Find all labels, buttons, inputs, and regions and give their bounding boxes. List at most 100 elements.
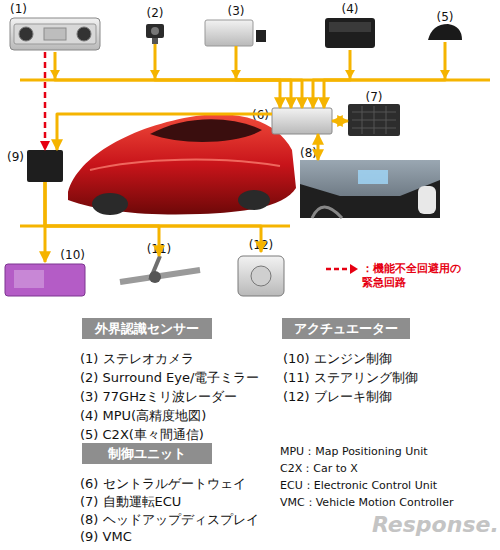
callout-number: (6)	[252, 108, 272, 122]
abbreviation-note: C2X：Car to X	[280, 461, 358, 476]
ecu-body	[348, 104, 400, 136]
mpu-body	[325, 18, 375, 48]
hud-view	[300, 160, 440, 218]
brake-body	[238, 256, 284, 296]
mpu-unit	[325, 18, 375, 48]
callout-number: (10)	[60, 248, 85, 262]
car-wheel	[92, 193, 128, 215]
steering-wheel	[312, 207, 342, 218]
steering-motor	[149, 271, 161, 283]
vmc-unit	[27, 150, 63, 182]
legend-arrow-head	[350, 264, 358, 274]
camera-panel	[14, 24, 96, 44]
camera-lens	[19, 27, 33, 41]
actuator-box: (10)	[5, 262, 85, 298]
callout-number: (2)	[142, 6, 168, 20]
camera-body	[10, 18, 100, 50]
car-wheel	[238, 190, 270, 210]
display-box: (8)	[300, 160, 440, 218]
legend-text: ：機能不全回避用の緊急回路	[362, 262, 466, 290]
list-item: (8) ヘッドアップディスプレイ	[80, 511, 259, 529]
engine-ecu-connector	[14, 270, 44, 288]
car-window	[150, 119, 262, 142]
camera-mount	[152, 38, 158, 44]
callout-number: (1)	[10, 2, 27, 16]
list-item: (3) 77GHzミリ波レーダー	[80, 388, 237, 406]
signal-arrow	[313, 50, 350, 108]
signal-arrow	[155, 44, 291, 108]
callout-number: (12)	[232, 238, 290, 252]
hud-display	[358, 170, 388, 184]
radar-connector	[256, 30, 266, 42]
callout-number: (11)	[118, 242, 200, 256]
engine-ecu	[5, 264, 85, 296]
camera-lens	[151, 27, 159, 35]
section-header: アクチュエーター	[282, 318, 410, 339]
callout-number: (4)	[325, 2, 375, 16]
arrow-head	[440, 70, 450, 79]
header-text: 外界認識センサー	[82, 318, 212, 339]
camera-board	[44, 28, 66, 40]
abbreviation-note: MPU：Map Positioning Unit	[280, 444, 428, 459]
list-item: (5) C2X(車々間通信)	[80, 426, 204, 444]
signal-bus	[20, 79, 490, 82]
c2x-antenna	[428, 24, 462, 40]
gateway-box: (6)	[272, 108, 332, 134]
signal-arrow	[45, 182, 159, 256]
list-item: (2) Surround Eye/電子ミラー	[80, 369, 259, 387]
header-text: 制御ユニット	[82, 443, 212, 464]
actuator-box: (12)	[232, 252, 290, 300]
list-item: (12) ブレーキ制御	[283, 388, 392, 406]
signal-arrow	[44, 182, 47, 262]
arrow-head	[231, 70, 241, 79]
watermark: Response.	[372, 512, 499, 537]
stereo-camera	[10, 18, 100, 50]
signal-arrow	[332, 120, 348, 123]
brake-unit	[238, 256, 284, 296]
emergency-circuit	[44, 52, 47, 150]
callout-number: (5)	[428, 10, 462, 24]
arrow-head	[150, 70, 160, 79]
ecu-board	[348, 104, 400, 136]
callout-number: (9)	[7, 150, 27, 164]
list-item: (1) ステレオカメラ	[80, 350, 194, 368]
mpu-face	[329, 22, 371, 32]
signal-arrow	[236, 46, 302, 108]
header-text: アクチュエーター	[282, 318, 410, 339]
signal-arrow	[45, 182, 261, 252]
section-header: 制御ユニット	[82, 443, 212, 464]
radar-unit	[205, 20, 266, 46]
hud-dashboard	[300, 180, 440, 218]
controller-box: (9)	[27, 150, 63, 182]
callout-number: (7)	[348, 90, 400, 104]
sensor-box: (5)	[428, 24, 462, 42]
rack-tube	[120, 270, 200, 282]
arrow-head	[50, 70, 60, 79]
airbag	[418, 186, 436, 214]
list-item: (6) セントラルゲートウェイ	[80, 475, 246, 493]
arrow-head	[345, 70, 355, 79]
car-body	[68, 114, 296, 214]
list-item: (7) 自動運転ECU	[80, 493, 181, 511]
list-item: (4) MPU(高精度地図)	[80, 407, 206, 425]
list-item: (10) エンジン制御	[283, 350, 392, 368]
camera-lens	[77, 27, 91, 41]
signal-bus	[20, 225, 290, 228]
signal-arrow	[57, 114, 272, 150]
legend-line-sample	[326, 268, 350, 271]
section-header: 外界認識センサー	[82, 318, 212, 339]
surround-camera	[146, 24, 164, 44]
sensor-box: (4)	[325, 16, 375, 50]
steering-rack	[120, 256, 200, 283]
engine-ecu-body	[5, 264, 85, 296]
abbreviation-note: ECU：Electronic Control Unit	[280, 478, 437, 493]
gateway-unit	[272, 108, 332, 134]
ecu-grid	[352, 106, 396, 134]
list-item: (11) ステアリング制御	[283, 369, 418, 387]
car-illustration	[68, 114, 296, 215]
callout-number: (3)	[205, 4, 267, 18]
antenna-body	[428, 24, 462, 40]
signal-arrow	[55, 52, 280, 108]
list-item: (9) VMC	[80, 529, 132, 544]
